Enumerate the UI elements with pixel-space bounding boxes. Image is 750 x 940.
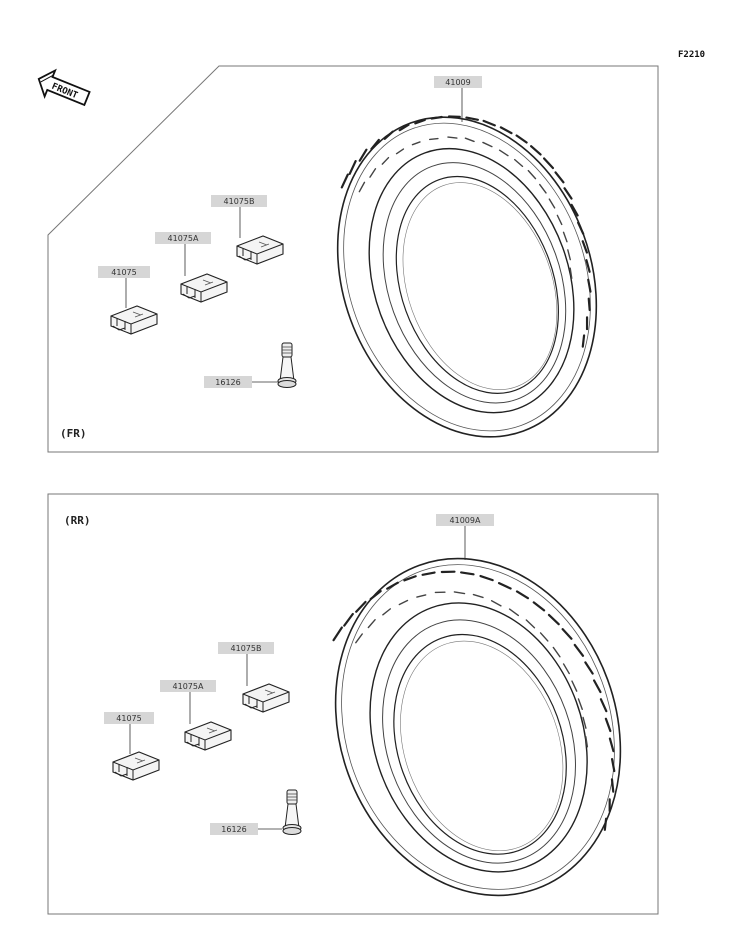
rear-panel: (RR) 41009A 41075B [47,493,659,915]
rear-weight: 41075 [104,712,160,781]
figure-code: F2210 [678,50,705,60]
front-weight-b: 41075B [211,195,284,265]
rear-tire [332,557,622,897]
front-tire [336,115,598,438]
rear-weight-a-part-number: 41075A [173,682,204,691]
rear-tire-callout: 41009A [436,514,494,560]
front-valve-part-number: 16126 [215,378,240,387]
front-valve: 16126 [204,342,297,388]
front-weight-a-part-number: 41075A [168,234,199,243]
front-tire-callout: 41009 [434,76,482,122]
front-weight: 41075 [98,266,158,335]
rear-weight-b: 41075B [218,642,290,713]
front-weight-part-number: 41075 [111,268,136,277]
front-weight-b-part-number: 41075B [224,197,255,206]
front-panel: (FR) 41009 41075B [47,65,659,453]
front-tire-part-number: 41009 [445,78,470,87]
front-weight-a: 41075A [155,232,228,303]
rear-tire-part-number: 41009A [450,516,481,525]
rear-section-label: (RR) [64,514,91,527]
rear-valve: 16126 [210,789,302,835]
rear-weight-part-number: 41075 [116,714,141,723]
front-section-label: (FR) [60,427,87,440]
rear-weight-a: 41075A [160,680,232,751]
front-arrow-icon: FRONT [37,68,91,107]
rear-valve-part-number: 16126 [221,825,246,834]
rear-weight-b-part-number: 41075B [231,644,262,653]
